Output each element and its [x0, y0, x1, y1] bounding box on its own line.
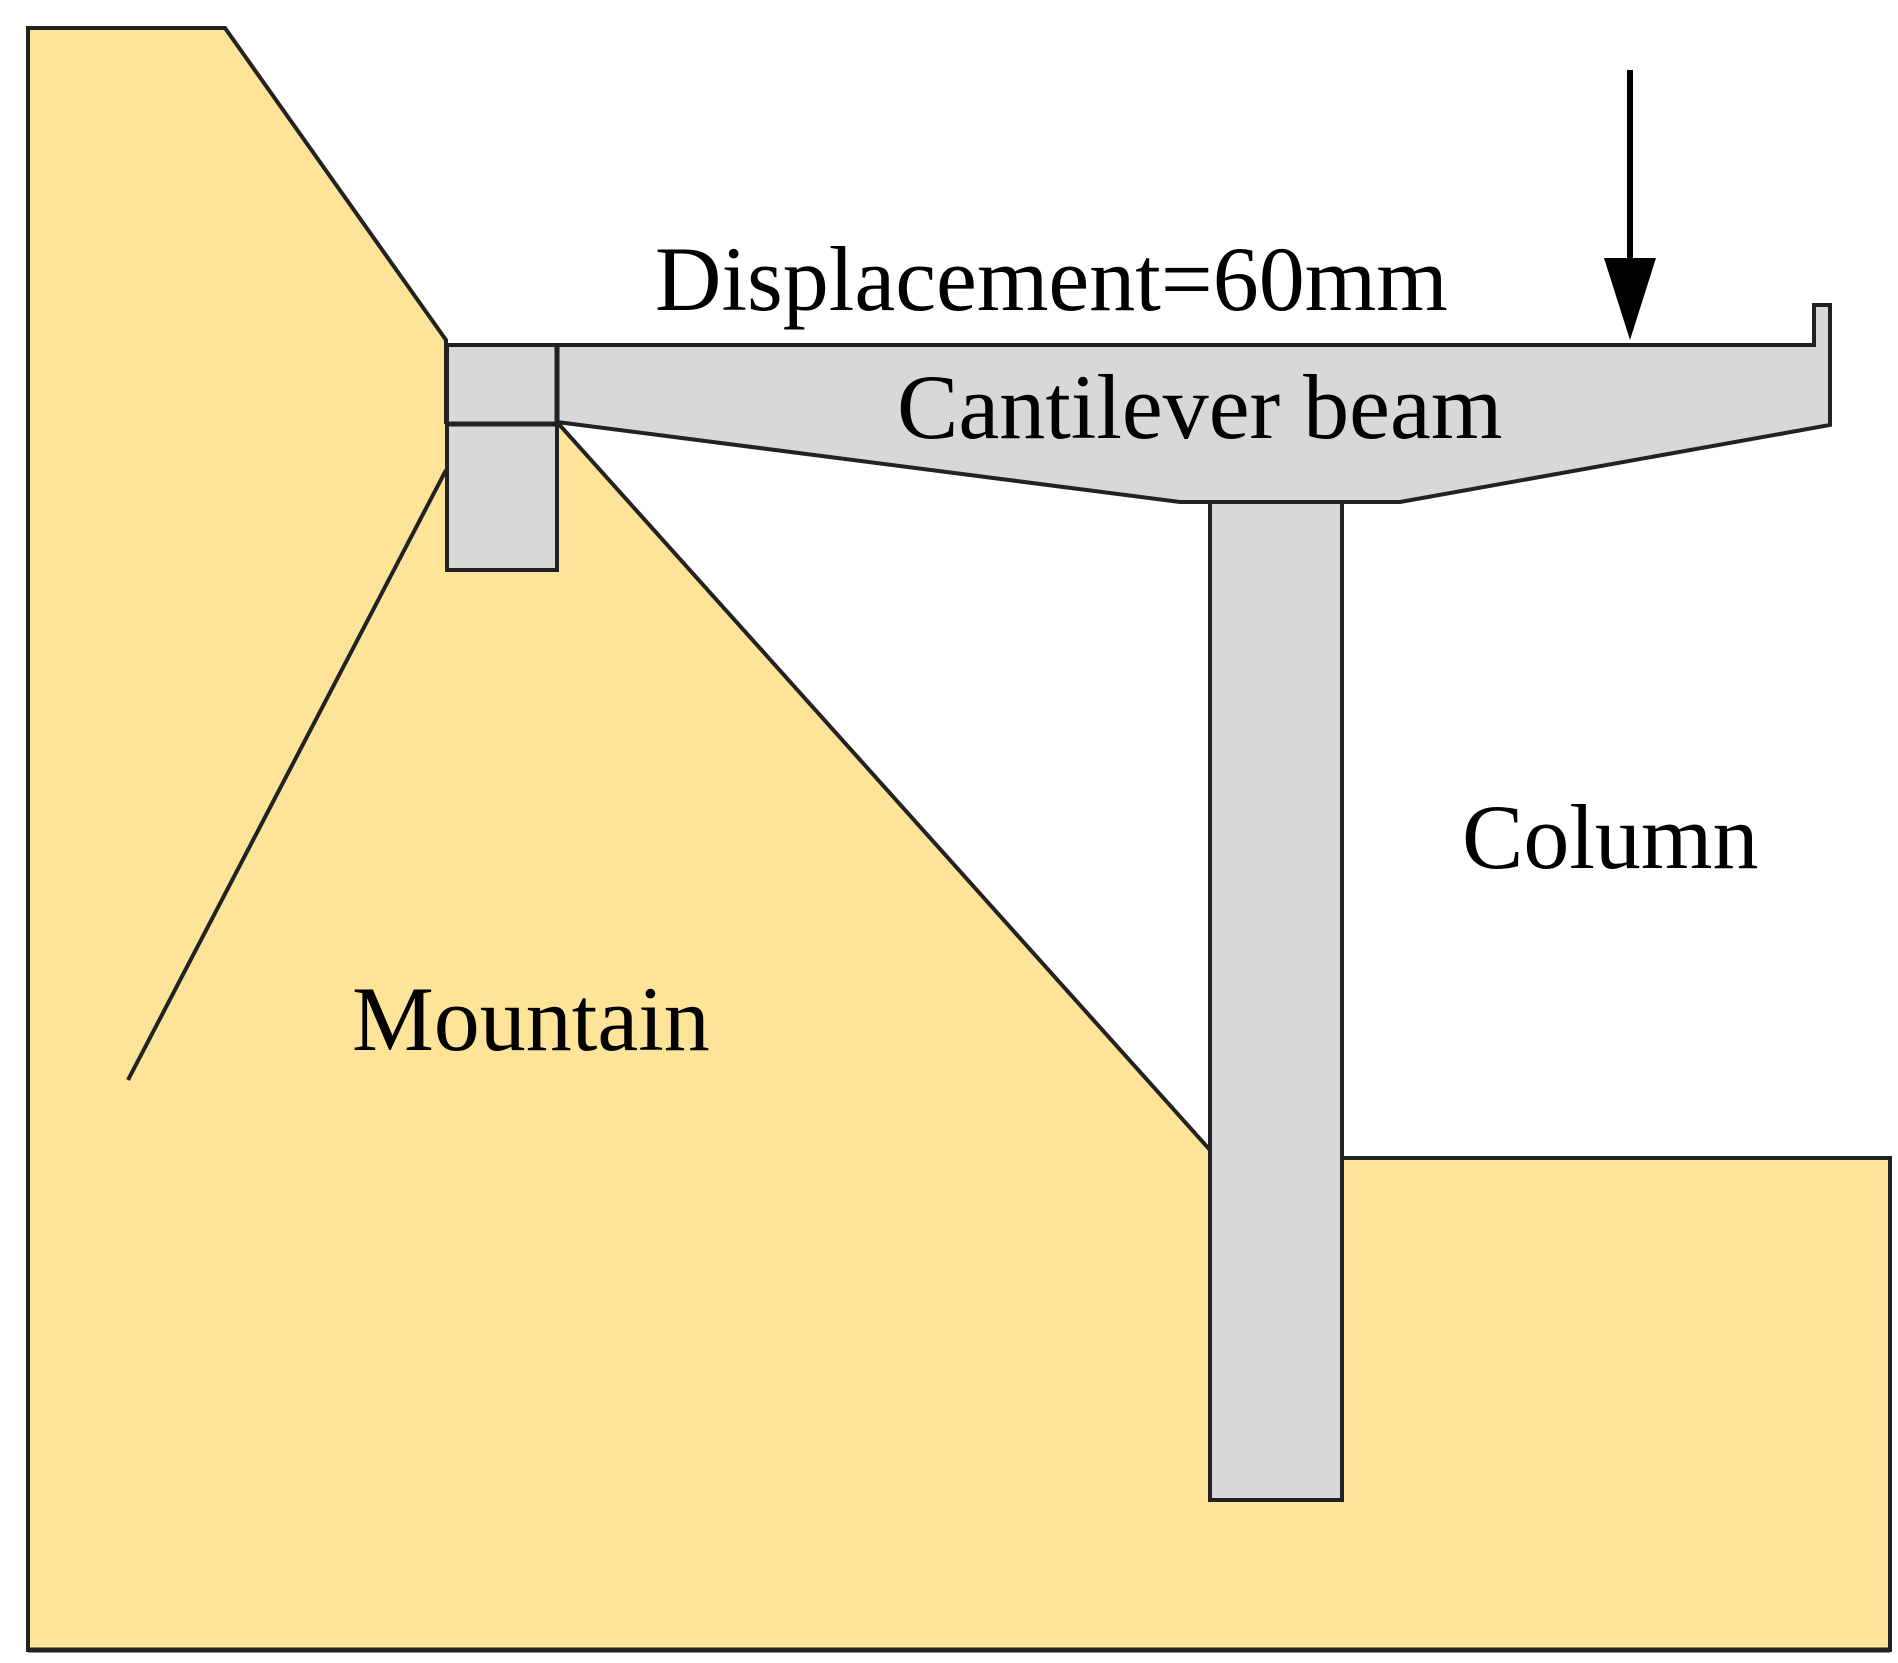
cantilever-beam-label: Cantilever beam [897, 356, 1502, 458]
abutment-block [445, 343, 559, 572]
down-arrow-icon [1604, 70, 1656, 340]
mountain-label: Mountain [352, 968, 710, 1070]
column-label: Column [1462, 786, 1758, 888]
displacement-label: Displacement=60mm [655, 228, 1448, 330]
mountain-inner-slope-line [126, 469, 448, 1081]
column [1208, 498, 1344, 1502]
